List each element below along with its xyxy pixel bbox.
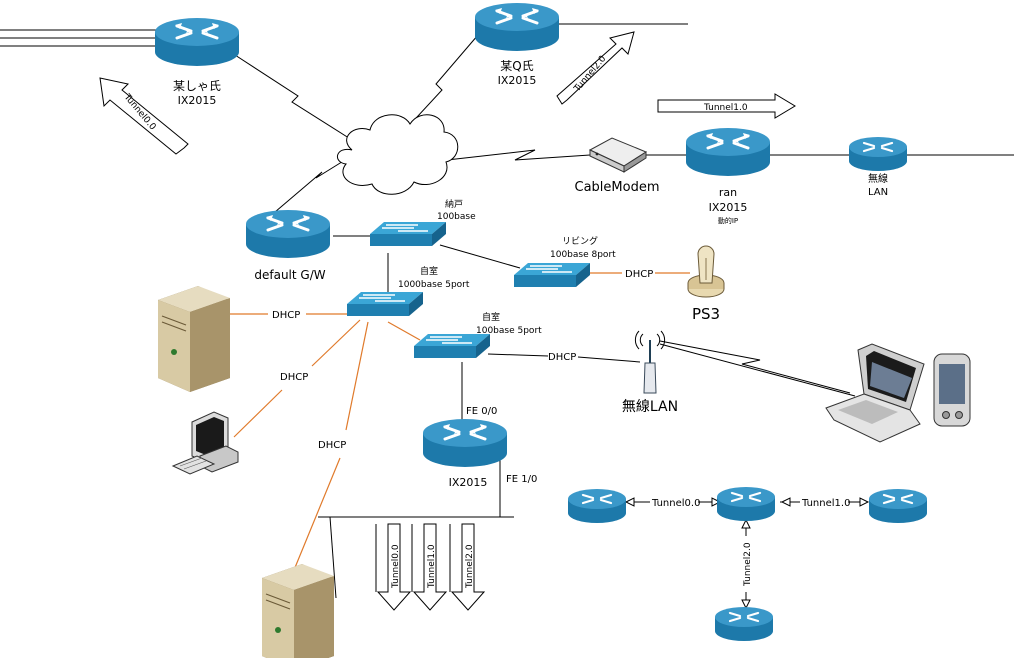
mini-router-right <box>867 487 929 525</box>
switch-jishitsu2: 自室 100base 5port <box>413 311 542 359</box>
router-ran-name: ran <box>719 186 737 199</box>
mini-label-down: Tunnel2.0 <box>743 542 753 587</box>
switch-jishitsu1-name: 自室 <box>420 265 438 277</box>
ps3: PS3 <box>687 245 725 323</box>
bus-tunnel-label-2: Tunnel2.0 <box>465 544 475 589</box>
dhcp-label-server: DHCP <box>272 310 300 321</box>
bus-tunnel-label-1: Tunnel1.0 <box>427 544 437 589</box>
switch-jishitsu2-name: 自室 <box>482 311 500 323</box>
bus-tunnel-label-0: Tunnel0.0 <box>391 544 401 589</box>
router-ran: ran IX2015 動的IP <box>684 126 772 225</box>
switch-living: リビング 100base 8port <box>513 235 616 288</box>
dhcp-label-ps3: DHCP <box>625 269 653 280</box>
ps3-label: PS3 <box>692 305 720 323</box>
switch-nando-name: 納戸 <box>445 198 463 210</box>
router-wireless-model: LAN <box>868 187 888 198</box>
switch-living-spec: 100base 8port <box>550 250 616 260</box>
port-fe00: FE 0/0 <box>466 406 497 417</box>
switch-jishitsu2-spec: 100base 5port <box>476 326 542 336</box>
mini-topology: Tunnel0.0 Tunnel1.0 Tunnel2.0 <box>566 485 929 643</box>
wires <box>0 23 1014 599</box>
dhcp-labels: DHCP DHCP DHCP DHCP DHCP <box>272 269 653 451</box>
switch-jishitsu1: 自室 1000base 5port <box>346 265 470 317</box>
bus-tunnel-arrows: Tunnel0.0 Tunnel1.0 Tunnel2.0 <box>375 523 486 611</box>
router-shiya: 某しゃ氏 IX2015 <box>153 16 241 107</box>
internet-cloud <box>337 114 459 195</box>
router-ix-center: IX2015 FE 0/0 FE 1/0 <box>421 406 537 489</box>
mini-router-left <box>566 487 628 525</box>
dhcp-label-pc: DHCP <box>280 372 308 383</box>
desktop-pc <box>171 411 239 475</box>
switch-jishitsu1-spec: 1000base 5port <box>398 280 470 290</box>
router-ran-note: 動的IP <box>718 216 738 225</box>
router-q-model: IX2015 <box>498 74 537 87</box>
wireless-lan-label: 無線LAN <box>622 399 678 415</box>
cablemodem: CableModem <box>575 137 660 195</box>
router-shiya-name: 某しゃ氏 <box>173 79 221 93</box>
switch-nando: 納戸 100base <box>369 198 476 247</box>
mini-router-bottom <box>713 605 775 643</box>
server-bottom <box>261 563 335 658</box>
laptop <box>825 343 925 443</box>
router-shiya-model: IX2015 <box>178 94 217 107</box>
dhcp-lines <box>230 272 690 571</box>
switch-nando-spec: 100base <box>437 212 476 222</box>
port-fe10: FE 1/0 <box>506 474 537 485</box>
mini-router-center <box>715 485 777 523</box>
mini-label-right: Tunnel1.0 <box>801 498 850 509</box>
mini-label-left: Tunnel0.0 <box>651 498 700 509</box>
router-ran-model: IX2015 <box>709 201 748 214</box>
router-q: 某Q氏 IX2015 <box>473 1 561 87</box>
tunnel-arrow-ran: Tunnel1.0 <box>657 93 796 119</box>
wireless-lan-ap: 無線LAN <box>622 330 678 415</box>
router-default-gw-name: default G/W <box>254 268 325 282</box>
tunnel-arrow-q: Tunnel2.0 <box>556 31 635 105</box>
dhcp-label-wlan: DHCP <box>548 352 576 363</box>
router-default-gw: default G/W <box>244 208 332 282</box>
dhcp-label-server-bottom: DHCP <box>318 440 346 451</box>
tunnel-label-ran: Tunnel1.0 <box>703 103 748 113</box>
router-q-name: 某Q氏 <box>500 59 533 73</box>
switch-living-name: リビング <box>562 235 598 247</box>
pda <box>933 353 971 427</box>
router-ix-center-name: IX2015 <box>449 476 488 489</box>
server-left <box>157 285 231 393</box>
router-wireless-name: 無線 <box>868 172 888 185</box>
router-wireless-small: 無線 LAN <box>847 135 909 198</box>
tunnel-label-q: Tunnel2.0 <box>572 54 609 95</box>
cablemodem-label: CableModem <box>575 180 660 195</box>
